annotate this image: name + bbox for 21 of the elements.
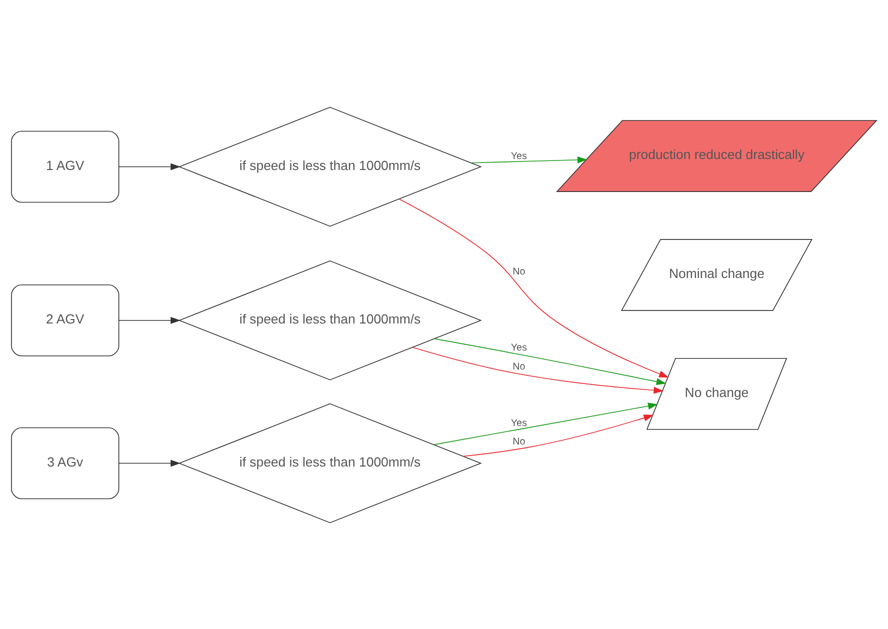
node-diamond: if speed is less than 1000mm/s	[178, 106, 482, 226]
arrow	[462, 414, 654, 456]
arrow	[434, 338, 666, 385]
edge-label: Yes	[510, 417, 528, 428]
edge-label: Yes	[510, 342, 528, 354]
edge-label: No	[512, 436, 526, 448]
arrow	[118, 316, 181, 324]
node-box: 2 AGV	[11, 284, 120, 356]
arrow	[118, 459, 181, 466]
arrow	[118, 162, 181, 170]
arrow	[433, 402, 658, 445]
node-box: 3 AGv	[11, 426, 120, 499]
edge-label: Yes	[510, 150, 528, 162]
node-diamond: if speed is less than 1000mm/s	[178, 402, 482, 523]
arrow	[398, 198, 669, 378]
edge-label: No	[512, 266, 526, 278]
edge-label: No	[512, 361, 526, 372]
node-diamond: if speed is less than 1000mm/s	[178, 260, 482, 380]
arrow	[412, 346, 664, 394]
arrow	[470, 156, 588, 163]
node-box: 1 AGV	[11, 130, 120, 202]
